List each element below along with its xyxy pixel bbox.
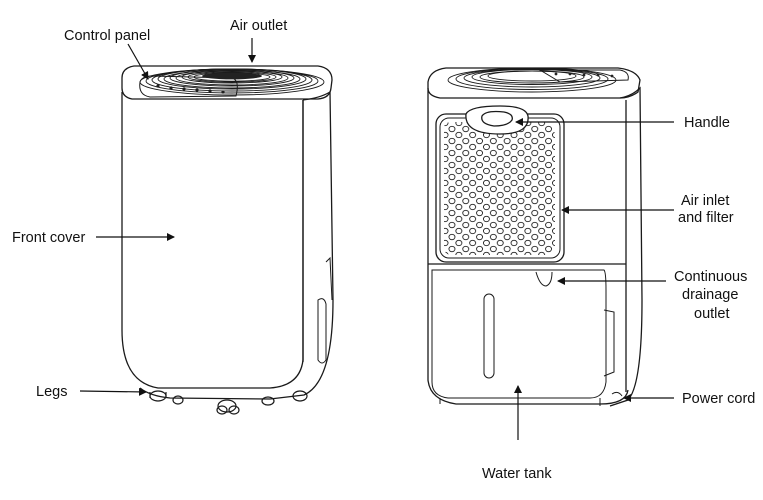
air-outlet-grille — [139, 68, 325, 96]
label-front-cover: Front cover — [12, 230, 85, 246]
arrow-control-panel — [127, 43, 149, 80]
label-power-cord: Power cord — [682, 391, 755, 407]
label-drainage-line1: Continuous — [674, 269, 747, 285]
front-cover-panel — [121, 92, 304, 389]
label-drainage-line3: outlet — [694, 306, 729, 322]
callout-labels: Control panel Air outlet Front cover Leg… — [12, 18, 755, 482]
side-recess — [317, 298, 327, 364]
label-air-outlet: Air outlet — [230, 18, 287, 34]
water-tank — [431, 269, 607, 399]
label-drainage-line2: drainage — [682, 287, 738, 303]
front-unit-drawing — [121, 65, 334, 415]
side-panel — [269, 90, 334, 400]
rear-unit-drawing — [427, 67, 643, 407]
leader-arrows — [79, 38, 674, 440]
label-handle: Handle — [684, 115, 730, 131]
rear-top-grille — [447, 67, 617, 93]
air-inlet-grille — [444, 122, 555, 255]
label-water-tank: Water tank — [482, 466, 552, 482]
label-air-inlet-line1: Air inlet — [681, 193, 729, 209]
label-control-panel: Control panel — [64, 28, 150, 44]
handle-shape — [465, 105, 529, 135]
arrow-legs — [79, 387, 147, 396]
top-cap — [121, 65, 333, 100]
label-legs: Legs — [36, 384, 67, 400]
leg-casters — [149, 390, 308, 415]
label-air-inlet-line2: and filter — [678, 210, 734, 226]
